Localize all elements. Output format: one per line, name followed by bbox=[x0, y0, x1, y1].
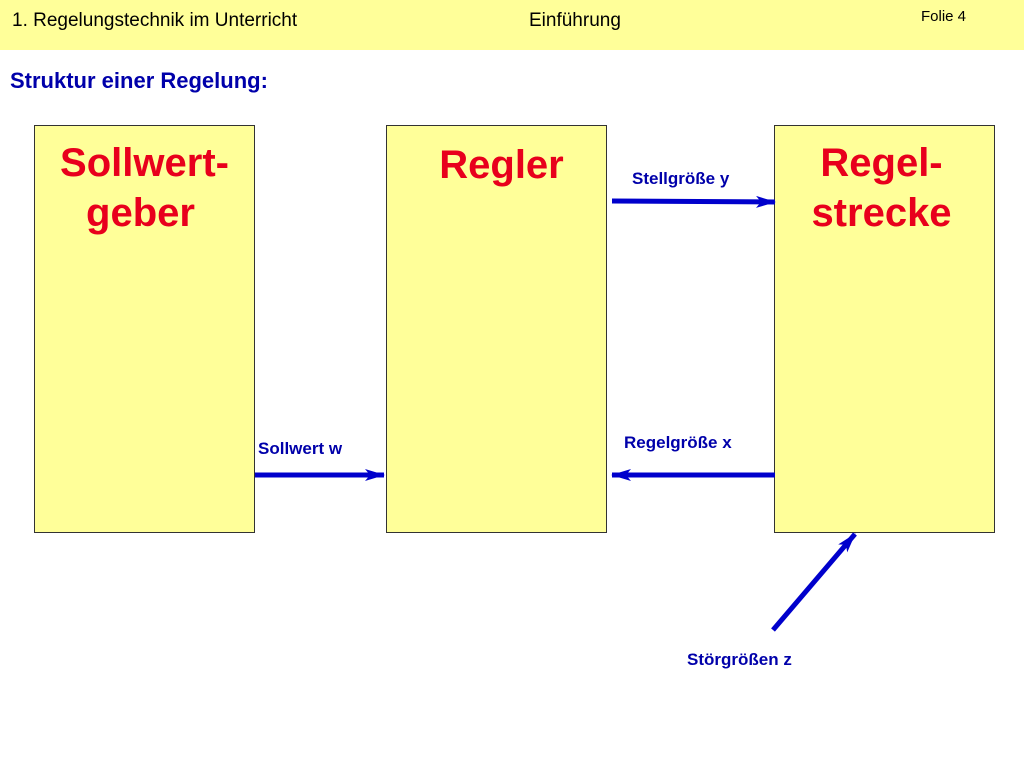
regler-title: Regler bbox=[439, 143, 564, 187]
regelstrecke-title-line1: Regel- bbox=[820, 141, 943, 185]
stellgroesse-arrow bbox=[611, 195, 776, 208]
sollwert-label: Sollwert w bbox=[258, 439, 343, 458]
regelstrecke-title-line2: strecke bbox=[811, 191, 952, 235]
sollwertgeber-block: Sollwert- geber bbox=[34, 125, 255, 533]
stoergroessen-arrow bbox=[771, 532, 857, 632]
stellgroesse-label: Stellgröße y bbox=[632, 169, 730, 188]
regler-block: Regler bbox=[386, 125, 607, 533]
sollwertgeber-title-line2: geber bbox=[86, 191, 195, 235]
header-chapter: Einführung bbox=[529, 10, 621, 31]
sollwertgeber-title-line1: Sollwert- bbox=[60, 141, 229, 185]
regelgroesse-label: Regelgröße x bbox=[624, 433, 732, 452]
regelstrecke-block: Regel- strecke bbox=[774, 125, 995, 533]
stoergroessen-label: Störgrößen z bbox=[687, 650, 792, 669]
header-course: 1. Regelungstechnik im Unterricht bbox=[12, 10, 298, 31]
header-bar: 1. Regelungstechnik im Unterricht Einfüh… bbox=[0, 0, 1024, 50]
page-title: Struktur einer Regelung: bbox=[10, 68, 268, 93]
slide-number: Folie 4 bbox=[921, 8, 967, 25]
